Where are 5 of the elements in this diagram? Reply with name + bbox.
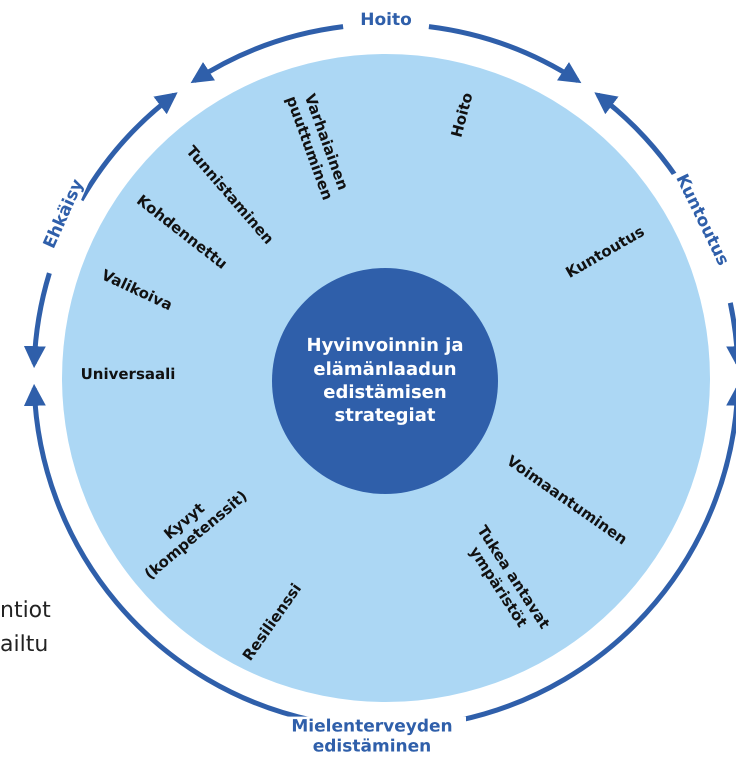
strategy-label: Hoito [447, 90, 477, 140]
strategy-label: Universaali [80, 365, 176, 383]
cropped-text: ntiot [0, 598, 51, 624]
cropped-text: ailtu [0, 632, 48, 658]
center-title: Hyvinvoinnin ja elämänlaadun edistämisen strategiat [306, 334, 464, 428]
